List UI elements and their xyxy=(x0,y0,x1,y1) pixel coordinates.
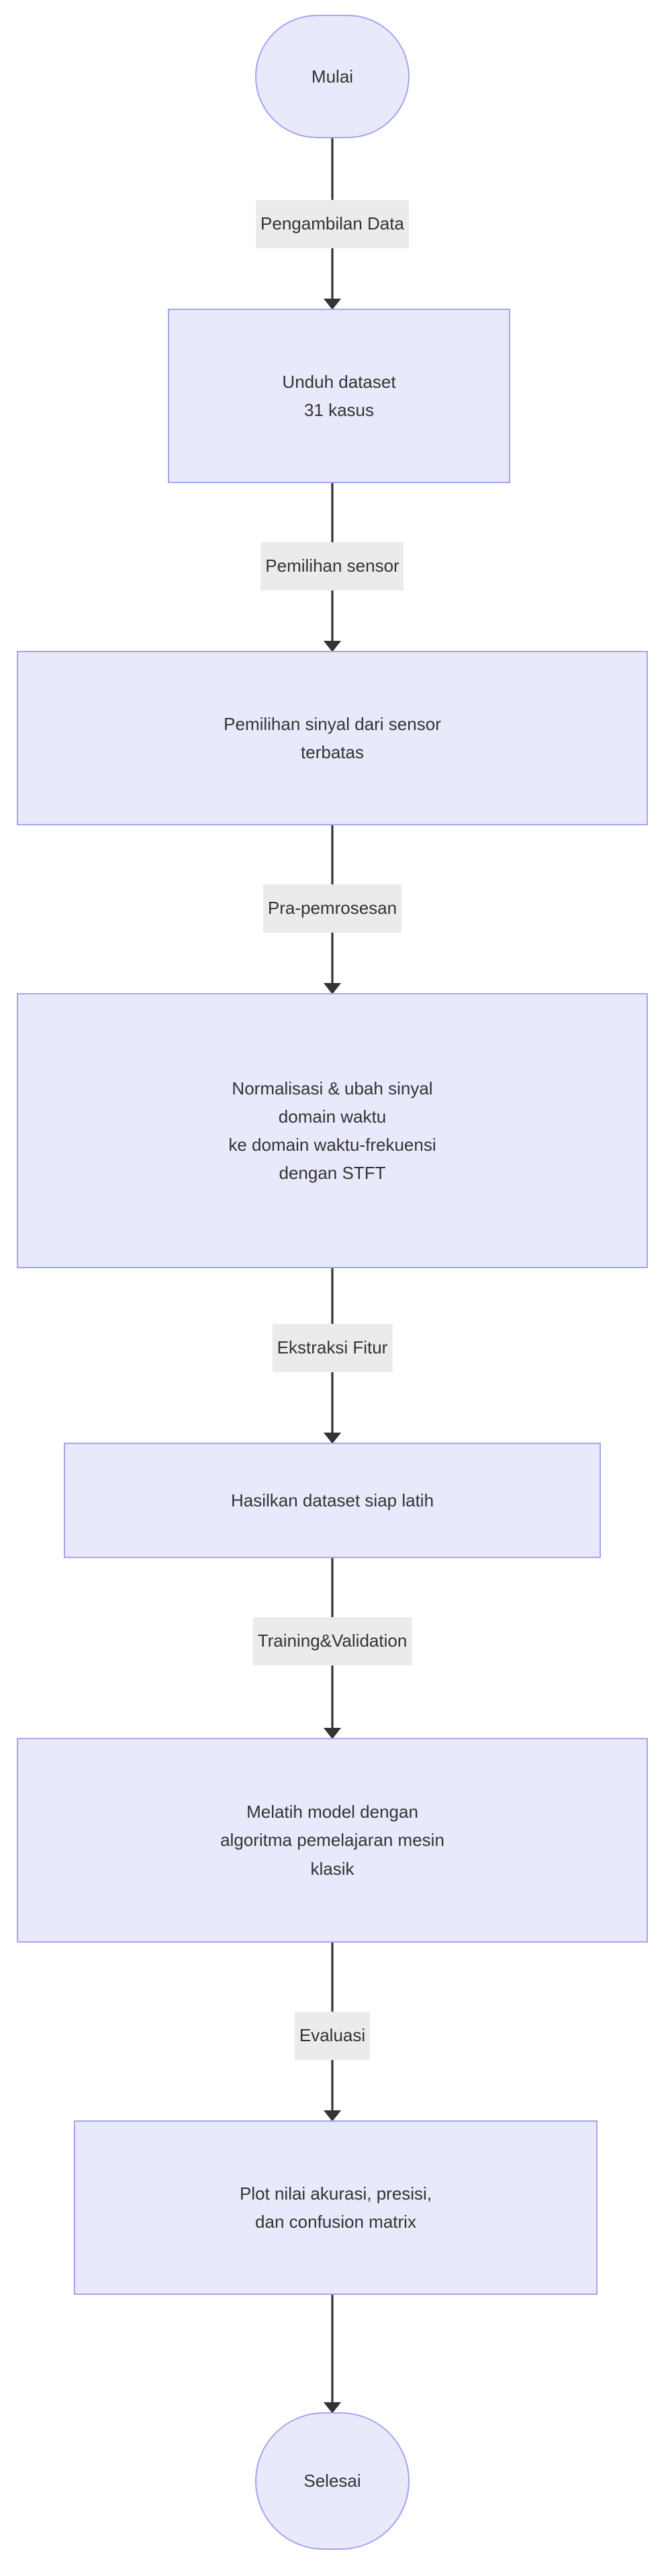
node-end-selesai[interactable]: Selesai xyxy=(255,2412,410,2550)
node-text-line: dan confusion matrix xyxy=(255,2212,416,2232)
node-text-line: Melatih model dengan xyxy=(246,1802,418,1822)
node-text-line: Mulai xyxy=(311,66,354,87)
edge-label-pengambilan-data: Pengambilan Data xyxy=(256,200,409,248)
node-text-line: Pemilihan sinyal dari sensor xyxy=(224,713,441,734)
node-text-line: Plot nilai akurasi, presisi, xyxy=(239,2183,432,2204)
node-pemilihan-label: Pemilihan sinyal dari sensor terbatas xyxy=(18,710,647,766)
node-start-label: Mulai xyxy=(256,62,408,91)
node-pemilihan-sinyal[interactable]: Pemilihan sinyal dari sensor terbatas xyxy=(17,651,648,825)
node-text-line: ke domain waktu-frekuensi xyxy=(228,1135,436,1155)
node-text-line: terbatas xyxy=(301,742,364,762)
edge-label-ekstraksi-fitur: Ekstraksi Fitur xyxy=(272,1324,393,1372)
node-text-line: Hasilkan dataset siap latih xyxy=(230,1490,434,1510)
node-end-label: Selesai xyxy=(256,2467,408,2495)
edge-label-training-validation: Training&Validation xyxy=(252,1617,412,1665)
node-text-line: Unduh dataset xyxy=(282,371,396,392)
node-plot-metrik[interactable]: Plot nilai akurasi, presisi, dan confusi… xyxy=(74,2120,598,2295)
node-plot-label: Plot nilai akurasi, presisi, dan confusi… xyxy=(75,2179,596,2236)
node-text-line: domain waktu xyxy=(278,1106,387,1127)
node-text-line: klasik xyxy=(310,1858,354,1879)
node-normalisasi-stft[interactable]: Normalisasi & ubah sinyal domain waktu k… xyxy=(17,993,648,1268)
node-unduh-dataset[interactable]: Unduh dataset 31 kasus xyxy=(168,309,510,483)
node-stft-label: Normalisasi & ubah sinyal domain waktu k… xyxy=(18,1074,647,1187)
node-hasilkan-label: Hasilkan dataset siap latih xyxy=(65,1486,600,1514)
node-text-line: Normalisasi & ubah sinyal xyxy=(232,1078,433,1098)
node-text-line: algoritma pemelajaran mesin xyxy=(220,1830,444,1851)
edge-label-evaluasi: Evaluasi xyxy=(294,2012,371,2060)
node-melatih-model[interactable]: Melatih model dengan algoritma pemelajar… xyxy=(17,1738,648,1943)
node-text-line: 31 kasus xyxy=(303,400,375,420)
node-hasilkan-dataset[interactable]: Hasilkan dataset siap latih xyxy=(64,1443,601,1558)
edge-label-pra-pemrosesan: Pra-pemrosesan xyxy=(263,884,402,933)
node-start-mulai[interactable]: Mulai xyxy=(255,15,410,138)
node-melatih-label: Melatih model dengan algoritma pemelajar… xyxy=(18,1798,647,1882)
node-unduh-label: Unduh dataset 31 kasus xyxy=(169,368,509,424)
node-text-line: Selesai xyxy=(303,2471,361,2491)
edge-label-pemilihan-sensor: Pemilihan sensor xyxy=(260,542,404,590)
node-text-line: dengan STFT xyxy=(279,1163,386,1184)
